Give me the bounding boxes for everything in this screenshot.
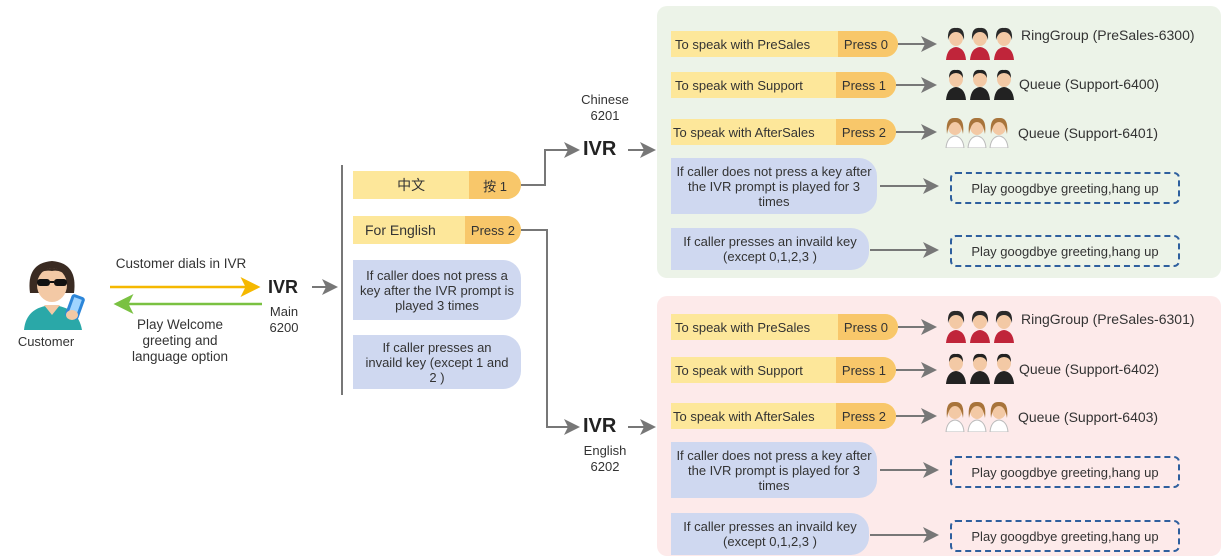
aftersales-agents-icon <box>945 401 1009 432</box>
en-aftersales-label: To speak with AfterSales <box>673 408 815 424</box>
option-english-press: Press 2 <box>464 216 521 244</box>
en-support-press: Press 1 <box>835 357 896 383</box>
cn-aftersales-press: Press 2 <box>835 119 896 145</box>
main-ivr-subtitle: Main <box>269 304 299 319</box>
cn-aftersales-dest: Queue (Support-6401) <box>1018 125 1159 141</box>
cn-presales-dest: RingGroup (PreSales-6300) <box>1021 27 1195 43</box>
en-support-label: To speak with Support <box>675 362 803 378</box>
cn-invalid-option: If caller presses an invaild key (except… <box>671 228 869 270</box>
option-chinese: 中文 按 1 <box>353 171 521 199</box>
queue-agents-icon <box>946 353 1014 384</box>
chinese-ivr-ext: 6201 <box>590 108 620 123</box>
main-ivr-title: IVR <box>268 277 299 297</box>
cn-support-press: Press 1 <box>835 72 896 98</box>
en-support-option: To speak with Support Press 1 <box>671 357 896 383</box>
main-invalid-option: If caller presses an invaild key (except… <box>353 335 521 389</box>
cn-no-press-option: If caller does not press a key after the… <box>671 158 877 214</box>
option-english-label: For English <box>365 222 436 238</box>
cn-support-label: To speak with Support <box>675 77 803 93</box>
en-invalid-option: If caller presses an invaild key (except… <box>671 513 869 555</box>
en-invalid-dest: Play googdbye greeting,hang up <box>950 520 1180 552</box>
en-aftersales-press: Press 2 <box>835 403 896 429</box>
welcome-greeting-text: Play Welcome greeting and language optio… <box>131 317 229 364</box>
queue-agents-icon <box>946 69 1014 100</box>
chinese-ivr-lang: Chinese <box>581 92 629 107</box>
cn-presales-press: Press 0 <box>837 31 898 57</box>
main-no-press-option: If caller does not press a key after the… <box>353 260 521 320</box>
english-ivr-lang: English <box>583 443 627 458</box>
en-aftersales-option: To speak with AfterSales Press 2 <box>671 403 896 429</box>
aftersales-agents-icon <box>945 117 1009 148</box>
cn-aftersales-label: To speak with AfterSales <box>673 124 815 140</box>
cn-presales-label: To speak with PreSales <box>675 36 811 52</box>
ringgroup-agents-icon <box>946 27 1014 60</box>
option-chinese-press: 按 1 <box>469 171 521 199</box>
chinese-ivr-title: IVR <box>583 138 617 160</box>
cn-no-press-dest: Play googdbye greeting,hang up <box>950 172 1180 204</box>
english-ivr-ext: 6202 <box>590 459 620 474</box>
cn-support-dest: Queue (Support-6400) <box>1019 76 1160 92</box>
cn-aftersales-option: To speak with AfterSales Press 2 <box>671 119 896 145</box>
option-chinese-label: 中文 <box>397 177 426 193</box>
customer-avatar-icon <box>24 261 85 330</box>
main-ivr-ext: 6200 <box>269 320 299 335</box>
en-presales-label: To speak with PreSales <box>675 319 811 335</box>
cn-support-option: To speak with Support Press 1 <box>671 72 896 98</box>
cn-invalid-dest: Play googdbye greeting,hang up <box>950 235 1180 267</box>
english-ivr-title: IVR <box>583 415 617 437</box>
ringgroup-agents-icon <box>946 310 1014 343</box>
en-presales-press: Press 0 <box>837 314 898 340</box>
option-english: For English Press 2 <box>353 216 521 244</box>
cn-presales-option: To speak with PreSales Press 0 <box>671 31 898 57</box>
en-support-dest: Queue (Support-6402) <box>1019 361 1160 377</box>
customer-dials-text: Customer dials in IVR <box>115 256 247 271</box>
en-presales-dest: RingGroup (PreSales-6301) <box>1021 311 1195 327</box>
en-aftersales-dest: Queue (Support-6403) <box>1018 409 1159 425</box>
en-presales-option: To speak with PreSales Press 0 <box>671 314 898 340</box>
en-no-press-dest: Play googdbye greeting,hang up <box>950 456 1180 488</box>
en-no-press-option: If caller does not press a key after the… <box>671 442 877 498</box>
customer-label: Customer <box>17 334 75 349</box>
